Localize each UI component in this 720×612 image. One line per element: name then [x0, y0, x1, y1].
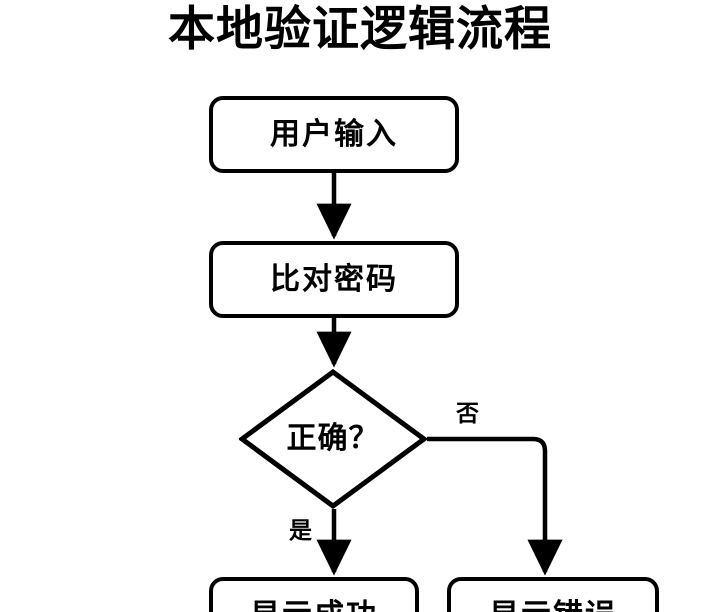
node-show-error[interactable]: 显示错误: [447, 577, 659, 612]
node-decision-is-correct[interactable]: 正确？: [239, 369, 427, 509]
node-compare-password-label: 比对密码: [270, 261, 398, 297]
node-show-error-label: 显示错误: [489, 598, 617, 612]
node-user-input-label: 用户输入: [270, 116, 398, 152]
node-show-success[interactable]: 显示成功: [209, 577, 419, 612]
node-user-input[interactable]: 用户输入: [209, 96, 459, 173]
edge-decision-no-to-show-error: [427, 436, 563, 576]
node-decision-label: 正确？: [286, 421, 380, 456]
page-title: 本地验证逻辑流程: [168, 2, 552, 57]
edge-label-yes: 是: [289, 518, 312, 544]
node-compare-password[interactable]: 比对密码: [209, 241, 459, 318]
diamond-shape: [239, 369, 427, 509]
edge-label-no: 否: [456, 401, 479, 427]
node-show-success-label: 显示成功: [250, 598, 378, 612]
